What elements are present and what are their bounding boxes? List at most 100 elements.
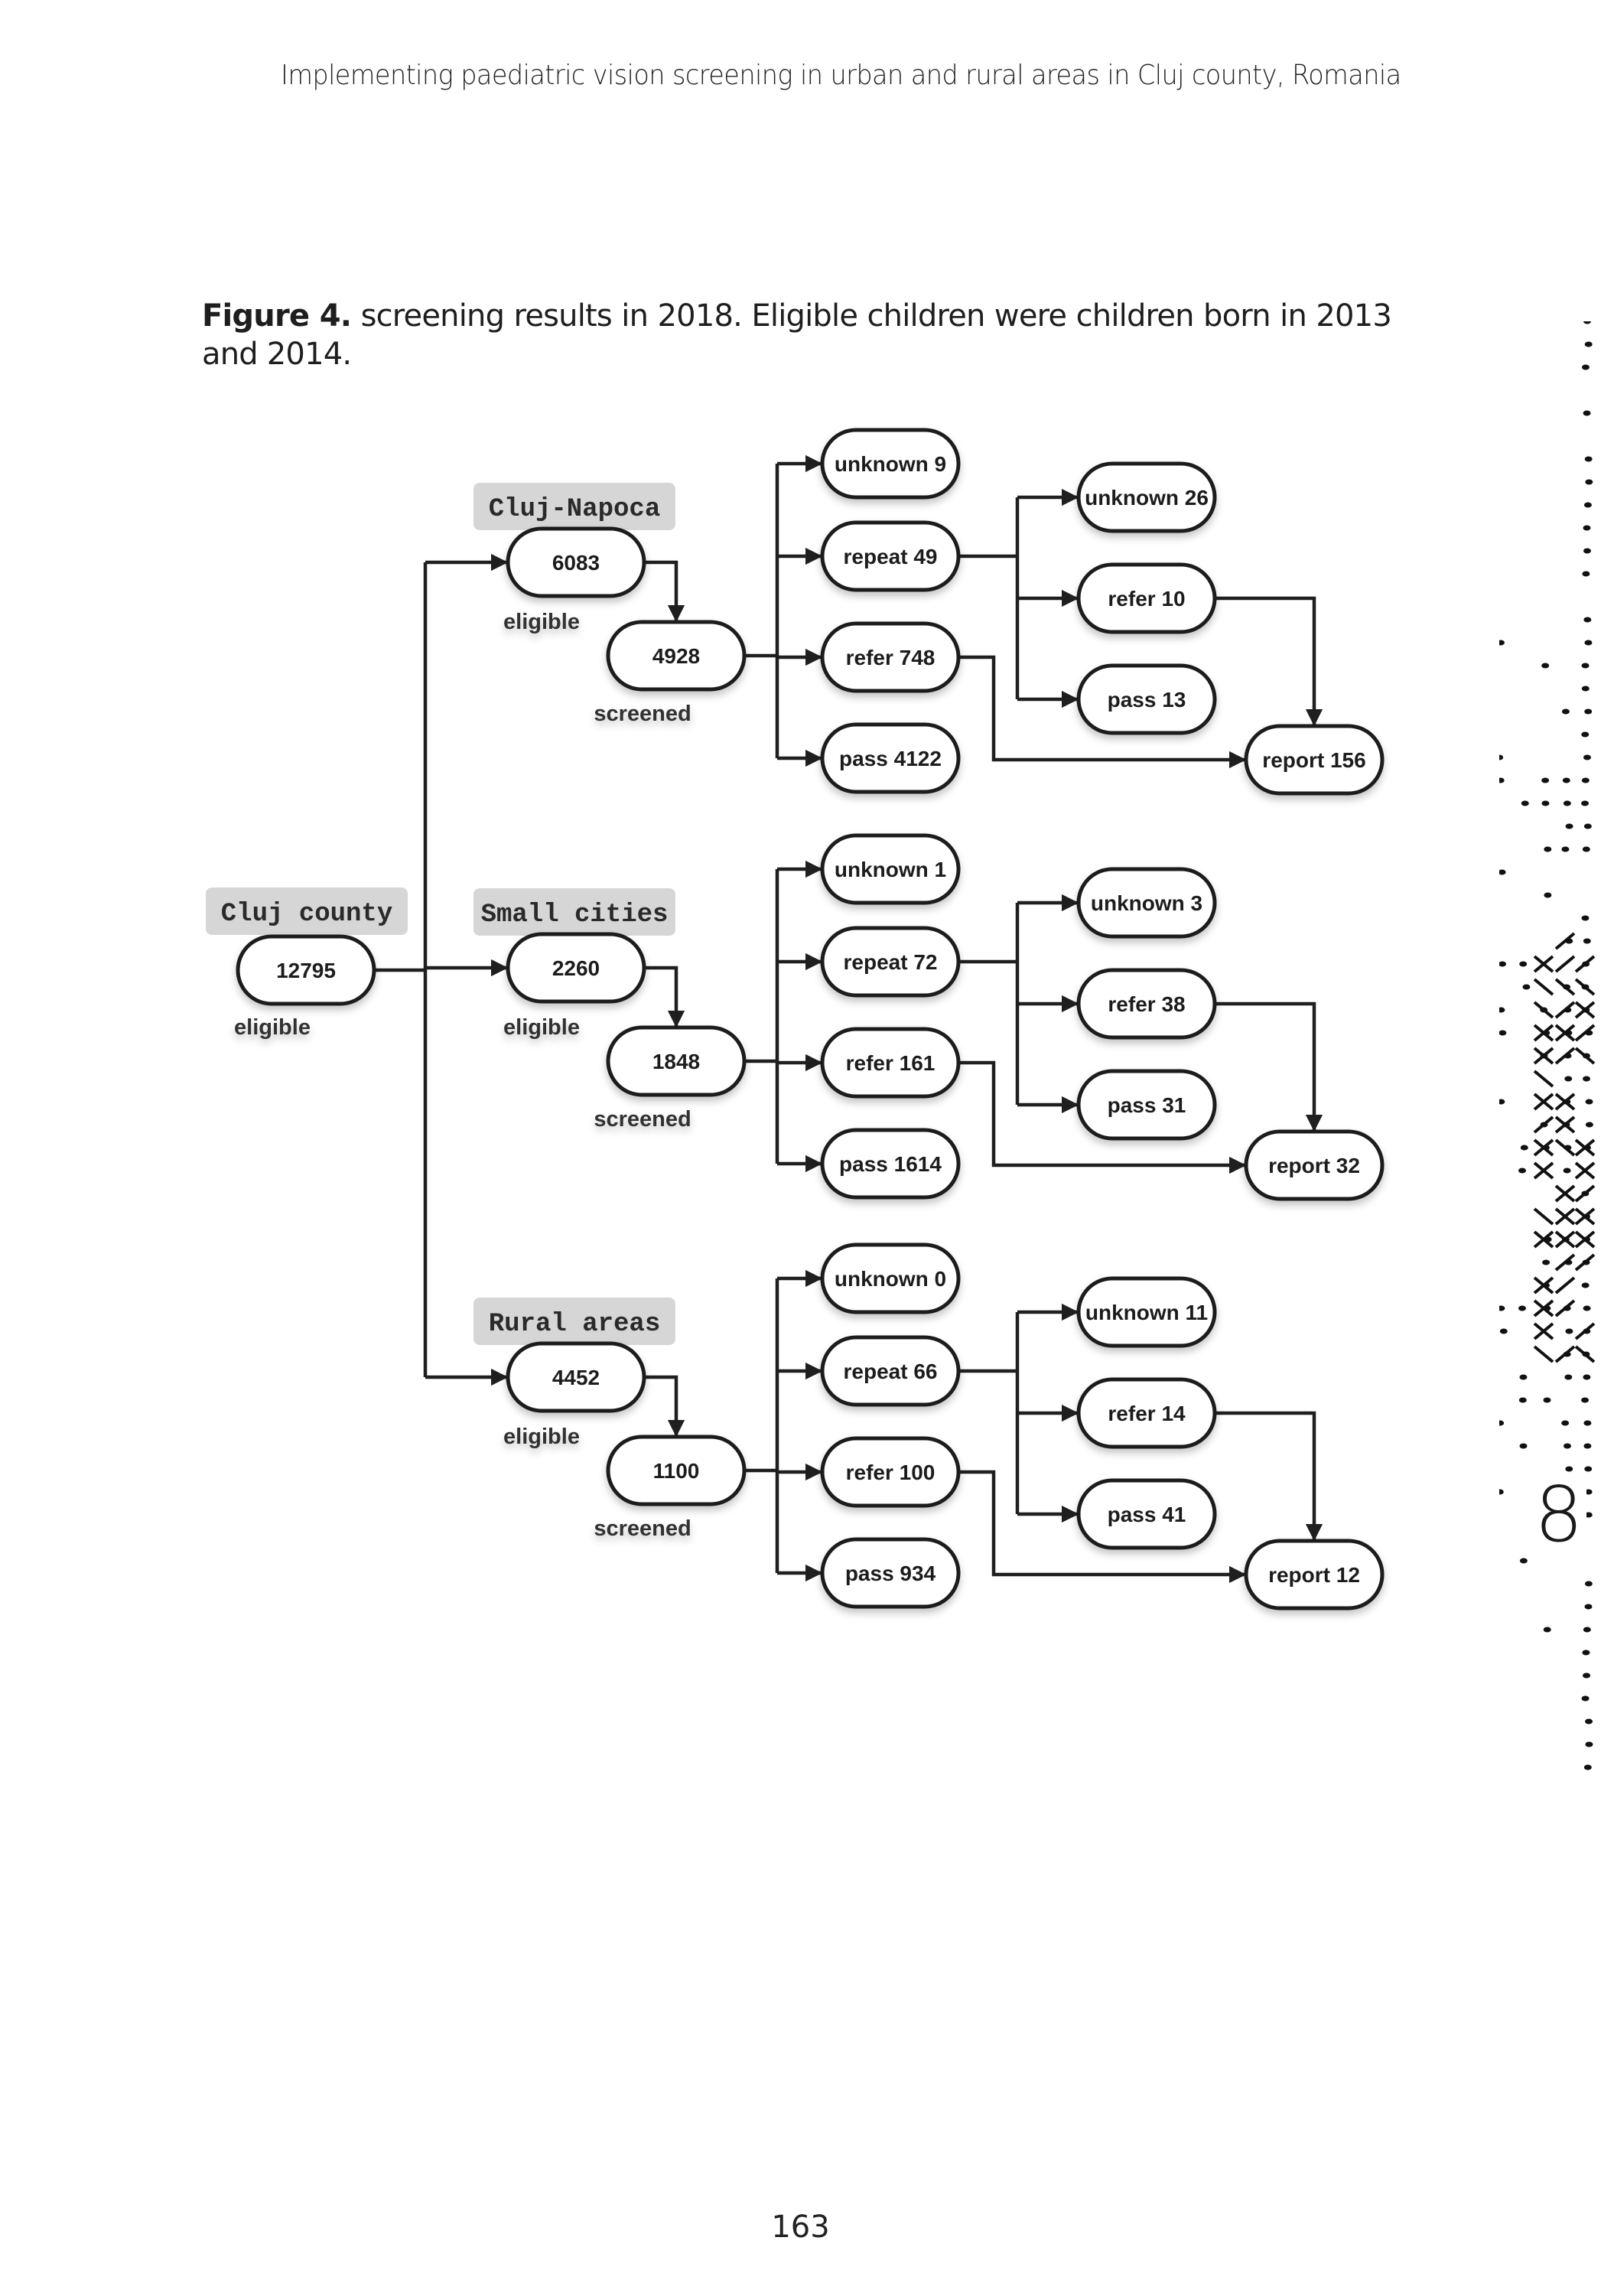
node-cluj-napoca-unknown-label: unknown 9 bbox=[835, 452, 946, 476]
node-rural-areas-report: report 12 bbox=[1244, 1539, 1385, 1610]
node-rural-areas-repeat-pass: pass 41 bbox=[1076, 1478, 1217, 1550]
edge-rural-areas-rerefer-to-report bbox=[1215, 1411, 1323, 1542]
pattern-dot bbox=[1541, 800, 1550, 806]
node-rural-areas-eligible-label: 4452 bbox=[552, 1366, 600, 1389]
group-label-cluj-napoca-box bbox=[473, 483, 675, 530]
node-rural-areas-repeat-label: repeat 66 bbox=[844, 1360, 938, 1383]
pattern-dot bbox=[1581, 915, 1590, 921]
figure-caption: Figure 4. screening results in 2018. Eli… bbox=[202, 297, 1392, 373]
pattern-dot bbox=[1499, 1030, 1507, 1036]
node-cluj-napoca-refer: refer 748 bbox=[820, 621, 961, 693]
pattern-dot bbox=[1583, 823, 1592, 829]
node-rural-areas-refer-label: refer 100 bbox=[846, 1461, 936, 1484]
node-rural-areas-unknown-label: unknown 0 bbox=[835, 1267, 946, 1291]
node-small-cities-report-shape bbox=[1244, 1129, 1385, 1201]
pattern-stroke bbox=[1533, 1138, 1554, 1157]
node-cluj-napoca-report-label: report 156 bbox=[1262, 748, 1365, 772]
pattern-dot bbox=[1565, 1328, 1573, 1334]
pattern-dot bbox=[1585, 1718, 1593, 1724]
node-small-cities-repeat-refer-shape bbox=[1076, 968, 1217, 1040]
node-rural-areas-refer-shape bbox=[820, 1436, 961, 1508]
node-small-cities-refer-shape bbox=[820, 1027, 961, 1099]
node-rural-areas-report-shape bbox=[1244, 1539, 1385, 1610]
node-small-cities-screened-shape bbox=[606, 1025, 747, 1097]
node-rural-areas-screened: 1100 bbox=[606, 1435, 747, 1506]
pattern-stroke bbox=[1554, 932, 1576, 950]
pattern-dot bbox=[1583, 1627, 1591, 1633]
pattern-dot bbox=[1499, 961, 1507, 967]
figure-caption-text: screening results in 2018. Eligible chil… bbox=[202, 298, 1392, 372]
edge-rural-areas-eligible-to-screened bbox=[644, 1375, 685, 1438]
pattern-stroke bbox=[1554, 1207, 1576, 1226]
node-cluj-napoca-repeat-unknown: unknown 26 bbox=[1076, 461, 1217, 533]
pattern-dot bbox=[1499, 869, 1506, 875]
pattern-stroke bbox=[1554, 1115, 1576, 1134]
pattern-dot bbox=[1583, 754, 1591, 760]
pattern-dot bbox=[1584, 1489, 1593, 1495]
pattern-dot bbox=[1581, 686, 1590, 692]
group-label-cluj-napoca-text: Cluj-Napoca bbox=[489, 495, 660, 524]
group-label-rural-areas-text: Rural areas bbox=[489, 1310, 660, 1339]
node-rural-areas-pass: pass 934 bbox=[820, 1537, 961, 1609]
pattern-dot bbox=[1499, 754, 1504, 760]
pattern-stroke bbox=[1554, 1184, 1576, 1203]
pattern-stroke bbox=[1533, 1001, 1554, 1019]
node-cluj-napoca-screened: 4928 bbox=[606, 620, 747, 692]
running-header: Implementing paediatric vision screening… bbox=[281, 60, 1401, 91]
node-small-cities-repeat-refer-label: refer 38 bbox=[1108, 992, 1185, 1016]
pattern-stroke bbox=[1574, 1024, 1596, 1042]
node-small-cities-repeat-unknown: unknown 3 bbox=[1076, 867, 1217, 939]
pattern-dot bbox=[1585, 1741, 1593, 1747]
pattern-dot bbox=[1565, 1466, 1573, 1472]
pattern-stroke bbox=[1554, 1299, 1576, 1317]
pattern-dot bbox=[1499, 777, 1505, 783]
pattern-dot bbox=[1519, 1374, 1528, 1380]
node-small-cities-repeat: repeat 72 bbox=[820, 926, 961, 998]
pattern-dot bbox=[1585, 1099, 1593, 1105]
node-rural-areas-repeat-shape bbox=[820, 1335, 961, 1407]
node-rural-areas-eligible-shape bbox=[506, 1341, 646, 1413]
pattern-dot bbox=[1541, 663, 1550, 669]
pattern-stroke bbox=[1554, 1093, 1576, 1111]
node-cluj-napoca-repeat-pass: pass 13 bbox=[1076, 663, 1217, 735]
pattern-stroke bbox=[1554, 1024, 1576, 1042]
node-cluj-napoca-unknown-shape bbox=[820, 428, 961, 500]
pattern-dot bbox=[1583, 1374, 1591, 1380]
pattern-dot bbox=[1564, 1374, 1573, 1380]
pattern-stroke bbox=[1574, 1345, 1596, 1363]
pattern-dot bbox=[1583, 617, 1592, 623]
node-small-cities-pass: pass 1614 bbox=[820, 1128, 961, 1200]
nodes-layer: Cluj county12795eligibleCluj-Napoca6083e… bbox=[206, 428, 1385, 1610]
node-rural-areas-screened-label: 1100 bbox=[653, 1459, 700, 1483]
pattern-dot bbox=[1499, 640, 1505, 646]
node-small-cities-report-label: report 32 bbox=[1268, 1154, 1360, 1177]
node-cluj-napoca-repeat-unknown-label: unknown 26 bbox=[1085, 486, 1209, 510]
pattern-dot bbox=[1581, 731, 1590, 738]
node-cluj-napoca-repeat-refer-label: refer 10 bbox=[1108, 587, 1185, 611]
pattern-dot bbox=[1583, 1672, 1591, 1679]
node-small-cities-pass-shape bbox=[820, 1128, 961, 1200]
label-cluj-napoca-screened: screened bbox=[594, 702, 691, 726]
pattern-dot bbox=[1565, 823, 1573, 829]
edge-cluj-napoca-rerefer-to-report bbox=[1215, 596, 1323, 727]
node-cluj-county-eligible: 12795 bbox=[236, 934, 376, 1006]
node-rural-areas-unknown: unknown 0 bbox=[820, 1242, 961, 1314]
edge-rural-areas-refer-to-report bbox=[958, 1470, 1247, 1584]
pattern-stroke bbox=[1533, 1024, 1554, 1042]
node-small-cities-repeat-unknown-label: unknown 3 bbox=[1091, 891, 1202, 915]
node-cluj-napoca-eligible-label: 6083 bbox=[552, 551, 600, 575]
edge-cluj-napoca-refer-to-report bbox=[958, 655, 1247, 769]
pattern-dot bbox=[1563, 1168, 1571, 1174]
pattern-dot bbox=[1583, 938, 1591, 944]
pattern-dot bbox=[1499, 1305, 1505, 1311]
node-rural-areas-refer: refer 100 bbox=[820, 1436, 961, 1508]
pattern-dot bbox=[1584, 1604, 1593, 1610]
edge-small-cities-refer-to-report bbox=[958, 1060, 1247, 1174]
pattern-dot bbox=[1520, 1145, 1528, 1151]
pattern-dot bbox=[1544, 892, 1552, 898]
node-cluj-napoca-repeat-refer: refer 10 bbox=[1076, 562, 1217, 634]
pattern-dot bbox=[1563, 800, 1571, 806]
pattern-dot bbox=[1581, 663, 1590, 669]
pattern-dot bbox=[1581, 1282, 1590, 1288]
node-small-cities-repeat-pass-shape bbox=[1076, 1069, 1217, 1141]
